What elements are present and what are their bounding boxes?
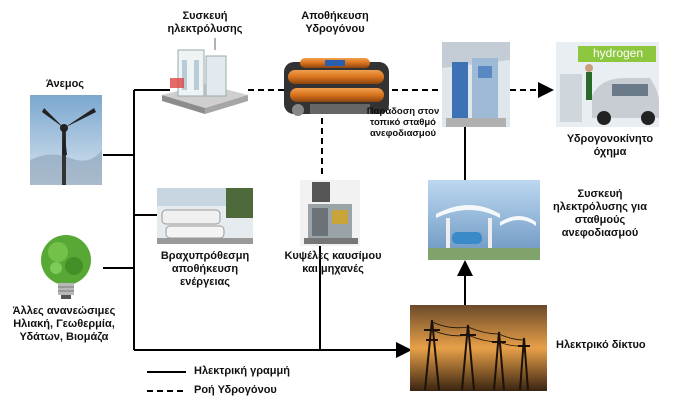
label-fuel-cells: Κυψέλες καυσίμου και μηχανές bbox=[284, 250, 382, 275]
label-other-renewables: Άλλες ανανεώσιμες Ηλιακή, Γεωθερμία, Υδά… bbox=[12, 305, 116, 343]
electric-lines bbox=[103, 89, 473, 358]
label-hydrogen-vehicle: Υδρογονοκίνητο όχημα bbox=[566, 133, 654, 158]
station-electrolyzer-image bbox=[428, 180, 540, 260]
legend bbox=[147, 371, 186, 392]
label-wind: Άνεμος bbox=[45, 78, 85, 90]
label-delivery: Παράδοση στον τοπικό σταθμό ανεφοδιασμού bbox=[366, 106, 440, 139]
hydrogen-sign-text: hydrogen bbox=[592, 46, 644, 60]
legend-solid-label: Ηλεκτρική γραμμή bbox=[194, 365, 290, 377]
label-short-term-storage: Βραχυπρόθεσμη αποθήκευση ενέργειας bbox=[160, 250, 250, 288]
electrolyzer-image bbox=[162, 38, 248, 114]
hydrogen-flow-lines bbox=[248, 82, 554, 178]
hydrogen-storage-image bbox=[284, 58, 389, 116]
label-hydrogen-storage: Αποθήκευση Υδρογόνου bbox=[301, 10, 369, 35]
label-electrolyzer: Συσκευή ηλεκτρόλυσης bbox=[167, 10, 243, 35]
electric-grid-image bbox=[410, 305, 547, 391]
legend-dashed-label: Ροή Υδρογόνου bbox=[194, 384, 277, 396]
label-station-electrolyzer: Συσκευή ηλεκτρόλυσης για σταθμούς ανεφοδ… bbox=[553, 188, 647, 239]
wind-turbine-image bbox=[30, 95, 102, 185]
renewables-bulb-image bbox=[41, 235, 91, 299]
fuel-cells-image bbox=[300, 180, 360, 246]
delivery-station-image bbox=[442, 42, 510, 127]
label-electric-grid: Ηλεκτρικό δίκτυο bbox=[556, 339, 646, 351]
hydrogen-vehicle-image bbox=[556, 42, 659, 127]
short-term-storage-image bbox=[157, 188, 253, 244]
